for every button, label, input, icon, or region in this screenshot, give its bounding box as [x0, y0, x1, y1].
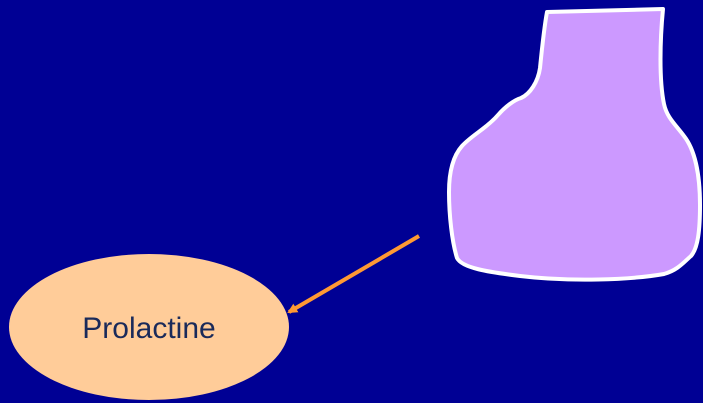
hormone-label: Prolactine — [82, 312, 215, 345]
